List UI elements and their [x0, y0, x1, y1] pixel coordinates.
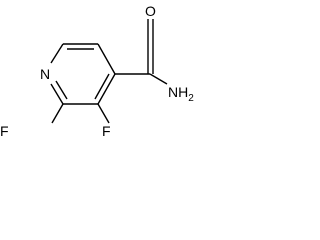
pyridine-ring — [50, 43, 116, 105]
bond-c4-c5 — [97, 73, 116, 105]
amide-nitrogen-label: NH2 — [168, 84, 194, 104]
chemical-structure-diagram: N F F O NH2 — [0, 3, 194, 138]
bond-carbonyl-n — [149, 73, 168, 85]
amide-nh-text: NH — [168, 84, 188, 100]
carbonyl-oxygen-label: O — [145, 3, 156, 19]
ring-nitrogen-label: N — [40, 66, 50, 82]
amide-h-count-subscript: 2 — [188, 93, 194, 104]
bond-c6-n1 — [50, 83, 64, 105]
bond-c6-n1-inner — [55, 80, 68, 100]
bond-c6-f — [51, 103, 64, 124]
fluorine-label-c4: F — [102, 123, 111, 138]
bond-n1-c2 — [50, 43, 64, 64]
bond-c4-f — [97, 103, 110, 124]
bond-c3-c4 — [97, 43, 116, 75]
bond-c4-c5-inner — [94, 73, 110, 100]
fluorine-label-c6: F — [0, 123, 9, 138]
substituents — [51, 19, 168, 124]
